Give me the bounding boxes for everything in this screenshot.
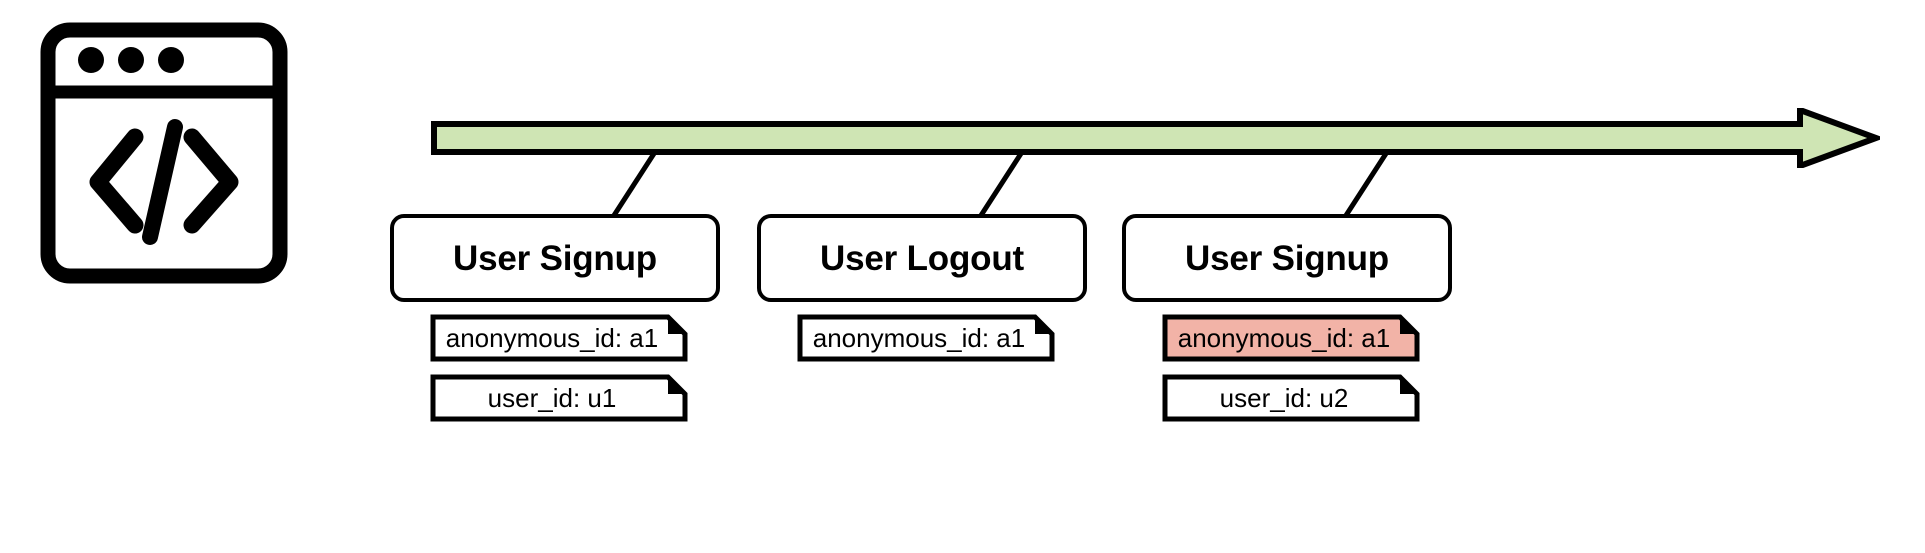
event-box-user-signup-1[interactable]: User Signup <box>390 214 720 302</box>
note-shape <box>430 374 688 422</box>
note-shape <box>797 314 1055 362</box>
note-label: anonymous_id: a1 <box>1177 323 1391 353</box>
timeline-arrow-shape <box>431 105 1885 171</box>
note-shape <box>430 314 688 362</box>
event-box-user-signup-2[interactable]: User Signup <box>1122 214 1452 302</box>
note-label: user_id: u2 <box>1219 383 1349 413</box>
note-anonymous-id[interactable]: anonymous_id: a1 <box>797 314 1055 362</box>
code-window-icon <box>40 22 288 284</box>
note-user-id[interactable]: user_id: u1 <box>430 374 688 422</box>
note-label: anonymous_id: a1 <box>445 323 659 353</box>
timeline-arrow <box>430 105 1885 171</box>
event-group-3: User Signup anonymous_id: a1 user_id: u2 <box>1122 214 1452 422</box>
event-group-1: User Signup anonymous_id: a1 user_id: u1 <box>390 214 720 422</box>
note-shape <box>1162 374 1420 422</box>
note-anonymous-id[interactable]: anonymous_id: a1 <box>430 314 688 362</box>
note-label: user_id: u1 <box>487 383 617 413</box>
note-user-id[interactable]: user_id: u2 <box>1162 374 1420 422</box>
note-label: anonymous_id: a1 <box>812 323 1026 353</box>
event-title: User Signup <box>1185 238 1389 278</box>
note-anonymous-id-highlighted[interactable]: anonymous_id: a1 <box>1162 314 1420 362</box>
event-group-2: User Logout anonymous_id: a1 <box>757 214 1087 362</box>
event-title: User Signup <box>453 238 657 278</box>
event-box-user-logout[interactable]: User Logout <box>757 214 1087 302</box>
note-shape <box>1162 314 1420 362</box>
event-title: User Logout <box>820 238 1024 278</box>
